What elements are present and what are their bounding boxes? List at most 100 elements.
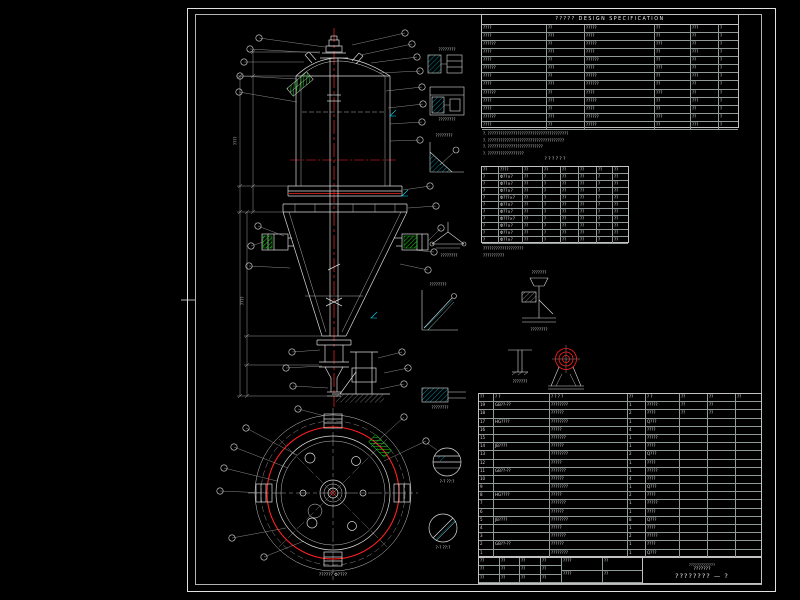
table-cell: ?? bbox=[519, 566, 540, 575]
table-cell: ?? bbox=[578, 195, 596, 202]
table-cell: ?? bbox=[578, 174, 596, 181]
table-cell: ????? bbox=[645, 467, 679, 476]
table-cell: ?? bbox=[546, 105, 584, 114]
table-cell bbox=[735, 475, 761, 485]
table-cell: ?? bbox=[602, 558, 642, 571]
table-cell bbox=[493, 508, 549, 517]
table-cell: ?? bbox=[560, 167, 578, 174]
table-cell: 15 bbox=[479, 435, 493, 444]
spec-table-rows: ????????????????????????????????????????… bbox=[482, 25, 738, 130]
table-cell: ? bbox=[718, 73, 738, 82]
table-cell: ?? bbox=[690, 81, 718, 90]
table-cell bbox=[735, 426, 761, 435]
table-cell: ?? bbox=[735, 394, 761, 403]
table-cell: ????? bbox=[645, 533, 679, 542]
table-cell: GB??-?? bbox=[493, 402, 549, 411]
design-specification-table: ????? DESIGN SPECIFICATION ?????????????… bbox=[481, 14, 739, 130]
table-cell: ???? bbox=[645, 443, 679, 452]
detail-label: ??????? bbox=[512, 379, 528, 384]
table-cell: ?? bbox=[654, 81, 690, 90]
table-row: ????????????????????? bbox=[482, 113, 738, 122]
table-cell: ? bbox=[596, 188, 612, 195]
table-row: 10??????4???? bbox=[479, 475, 761, 485]
table-row: ??????????????? bbox=[482, 105, 738, 114]
table-cell: ?? bbox=[654, 57, 690, 66]
table-cell: ? bbox=[718, 25, 738, 34]
table-cell: ?? bbox=[578, 237, 596, 244]
table-cell: ???? bbox=[645, 525, 679, 534]
table-cell: ?? bbox=[499, 574, 519, 583]
table-cell: ? bbox=[718, 49, 738, 58]
table-cell: ??? bbox=[690, 97, 718, 106]
table-cell: ???? bbox=[645, 410, 679, 419]
section-detail-bubbles bbox=[426, 442, 462, 543]
table-cell: ???? bbox=[482, 106, 546, 114]
table-cell: ? bbox=[482, 188, 498, 195]
table-cell: ?????? bbox=[584, 113, 654, 122]
table-cell: ?? bbox=[546, 57, 584, 66]
detail-label: ??????? bbox=[531, 270, 547, 275]
table-row: 12?????1???? bbox=[479, 459, 761, 468]
table-cell: ???? bbox=[645, 541, 679, 550]
table-cell: ???????? bbox=[549, 418, 627, 427]
table-cell: ????? bbox=[584, 25, 654, 34]
dimension-text: ???? bbox=[240, 297, 245, 306]
table-cell: ????? bbox=[584, 97, 654, 106]
table-cell: ???? bbox=[562, 558, 602, 571]
table-row: ?????????????????? bbox=[482, 97, 738, 106]
table-cell bbox=[735, 525, 761, 534]
table-cell: ????? bbox=[549, 492, 627, 501]
table-cell bbox=[707, 533, 735, 542]
detail-label: ???????? bbox=[435, 133, 453, 138]
table-cell: 9 bbox=[479, 484, 493, 493]
table-cell: ?? bbox=[690, 41, 718, 50]
table-cell bbox=[493, 525, 549, 534]
sheet-border bbox=[181, 8, 776, 592]
table-cell: ??? bbox=[654, 113, 690, 122]
table-cell bbox=[493, 410, 549, 419]
table-cell: Φ??×? bbox=[498, 181, 522, 188]
table-cell: ?? bbox=[578, 202, 596, 209]
table-cell: ??? bbox=[690, 49, 718, 58]
table-cell: ?? bbox=[519, 574, 540, 583]
table-cell: ???? bbox=[482, 25, 546, 34]
table-cell: ? bbox=[542, 216, 560, 223]
table-cell bbox=[707, 451, 735, 460]
table-cell: GB??-?? bbox=[493, 467, 549, 476]
table-cell: ? ? bbox=[645, 394, 679, 403]
table-cell: ?? bbox=[522, 167, 542, 174]
detail-label: ???????? bbox=[440, 253, 458, 258]
drawing-number: ???????? — ? bbox=[675, 571, 729, 580]
vessel-elevation-view bbox=[261, 35, 429, 403]
table-cell bbox=[707, 434, 735, 444]
table-cell: ???? bbox=[482, 33, 546, 42]
table-cell bbox=[735, 484, 761, 493]
table-row: ?????? bbox=[562, 558, 642, 571]
table-cell bbox=[707, 525, 735, 534]
table-cell: ? bbox=[542, 174, 560, 181]
table-cell: ?? bbox=[612, 237, 628, 244]
table-cell bbox=[679, 467, 707, 476]
table-cell: 8 bbox=[627, 516, 645, 525]
table-cell: 5 bbox=[479, 517, 493, 525]
table-cell: ? bbox=[482, 209, 498, 216]
note-line: ?. ?????????????????????????????????????… bbox=[483, 131, 569, 136]
table-cell bbox=[735, 533, 761, 542]
table-cell bbox=[679, 434, 707, 444]
table-cell: ???? bbox=[645, 459, 679, 468]
table-row: ????????????????? bbox=[482, 73, 738, 82]
table-cell: ?? bbox=[707, 402, 735, 411]
table-cell: ??? bbox=[690, 25, 718, 34]
gusset-detail bbox=[421, 290, 458, 331]
callout-balloons bbox=[235, 29, 445, 390]
table-row: ???????? bbox=[479, 558, 561, 567]
table-row: 16?????4???? bbox=[479, 426, 761, 435]
table-cell: ??????? bbox=[549, 533, 627, 542]
table-cell bbox=[679, 533, 707, 542]
table-cell: ?? bbox=[560, 195, 578, 202]
title-block-drawing-info: ????????????? ??????? ???????? — ? bbox=[642, 558, 761, 583]
table-cell: ???? bbox=[645, 475, 679, 485]
